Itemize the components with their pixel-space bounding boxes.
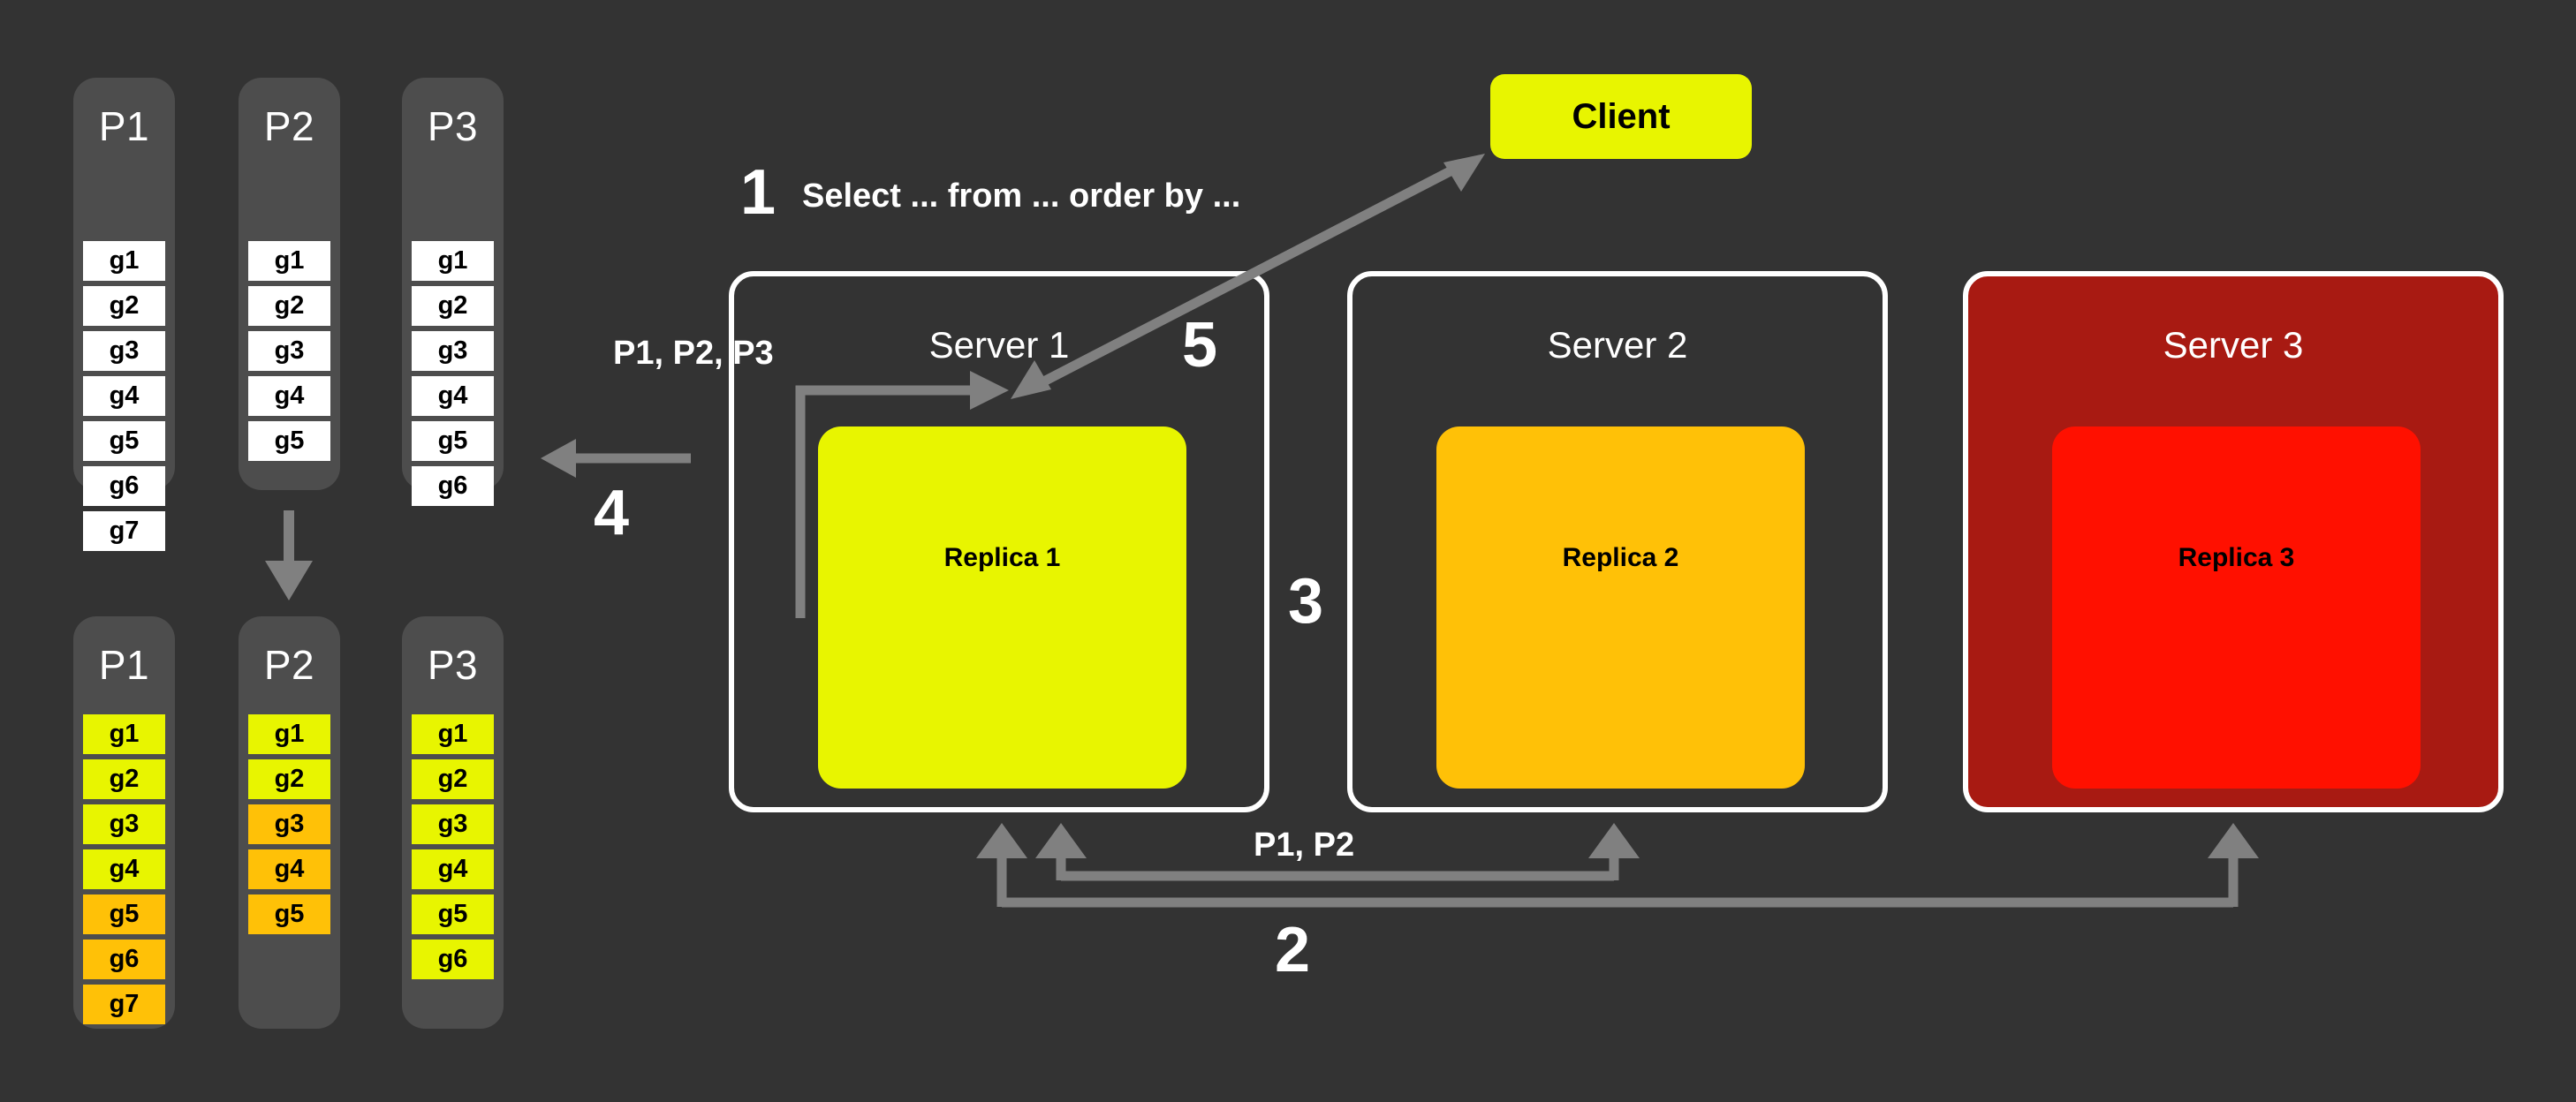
partition-cell: g6 (83, 466, 165, 506)
partition-cell: g3 (412, 804, 494, 844)
partition-cell: g1 (412, 714, 494, 754)
arrow-p2-reshard-down (265, 510, 313, 600)
partition-cell: g6 (412, 940, 494, 979)
partition-cell: g5 (83, 421, 165, 461)
partition-cell: g7 (83, 511, 165, 551)
partition-title: P1 (98, 642, 150, 688)
partition-cell: g2 (412, 759, 494, 799)
partition-cell: g3 (83, 804, 165, 844)
step-number-5: 5 (1182, 310, 1218, 381)
partition-cell: g2 (248, 759, 330, 799)
partition-cell: g5 (248, 894, 330, 934)
server-3-box: Server 3 Replica 3 (1963, 271, 2504, 812)
partition-title: P3 (427, 103, 479, 149)
label-p1-p2: P1, P2 (1254, 826, 1355, 864)
partition-column-p3-after: P3 g1 g2 g3 g4 g5 g6 (402, 616, 504, 1029)
partition-cell: g3 (248, 804, 330, 844)
replica-title: Replica 2 (1562, 543, 1679, 572)
arrow-bracket-server1-server3 (976, 823, 2259, 908)
partition-cell: g1 (83, 714, 165, 754)
partition-cell: g4 (248, 849, 330, 889)
partition-cell: g1 (83, 241, 165, 281)
partition-cell: g3 (412, 331, 494, 371)
partition-cell: g1 (248, 714, 330, 754)
replica-title: Replica 1 (943, 543, 1061, 572)
partition-cell: g7 (83, 985, 165, 1024)
step-number-2: 2 (1275, 915, 1311, 985)
partition-cell: g5 (412, 894, 494, 934)
partition-column-p1-before: P1 g1 g2 g3 g4 g5 g6 g7 (73, 78, 175, 551)
partition-cell: g4 (412, 849, 494, 889)
query-text: Select ... from ... order by ... (802, 177, 1241, 215)
step-number-1: 1 (740, 157, 777, 228)
partition-cell: g5 (412, 421, 494, 461)
server-title: Server 2 (1547, 324, 1688, 366)
replica-3-box[interactable]: Replica 3 (2052, 426, 2421, 789)
partition-column-p2-after: P2 g1 g2 g3 g4 g5 (239, 616, 340, 1029)
partition-cell: g4 (248, 376, 330, 416)
partition-column-p1-after: P1 g1 g2 g3 g4 g5 g6 g7 (73, 616, 175, 1029)
server-2-box: Server 2 Replica 2 (1347, 271, 1888, 812)
partition-cell: g5 (248, 421, 330, 461)
partition-cell: g2 (83, 286, 165, 326)
partition-cell: g3 (83, 331, 165, 371)
replica-2-box[interactable]: Replica 2 (1436, 426, 1805, 789)
arrow-step-4-left (541, 439, 691, 478)
step-number-4: 4 (594, 478, 630, 548)
partition-title: P3 (427, 642, 479, 688)
client-box[interactable]: Client (1490, 74, 1752, 159)
server-title: Server 3 (2163, 324, 2304, 366)
partition-cell: g6 (83, 940, 165, 979)
partition-cell: g4 (83, 376, 165, 416)
partition-column-p2-before: P2 g1 g2 g3 g4 g5 (239, 78, 340, 490)
replica-1-box[interactable]: Replica 1 (818, 426, 1186, 789)
partition-title: P2 (263, 103, 315, 149)
partition-title: P1 (98, 103, 150, 149)
partition-cell: g2 (83, 759, 165, 799)
partition-cell: g2 (248, 286, 330, 326)
partition-cell: g5 (83, 894, 165, 934)
partition-cell: g3 (248, 331, 330, 371)
partition-cell: g1 (412, 241, 494, 281)
label-p1-p2-p3: P1, P2, P3 (613, 335, 774, 372)
partition-title: P2 (263, 642, 315, 688)
step-number-3: 3 (1288, 566, 1324, 637)
partition-cell: g4 (83, 849, 165, 889)
partition-cell: g4 (412, 376, 494, 416)
replica-title: Replica 3 (2178, 543, 2295, 572)
partition-cell: g1 (248, 241, 330, 281)
partition-cell: g6 (412, 466, 494, 506)
partition-column-p3-before: P3 g1 g2 g3 g4 g5 g6 (402, 78, 504, 506)
partition-cell: g2 (412, 286, 494, 326)
